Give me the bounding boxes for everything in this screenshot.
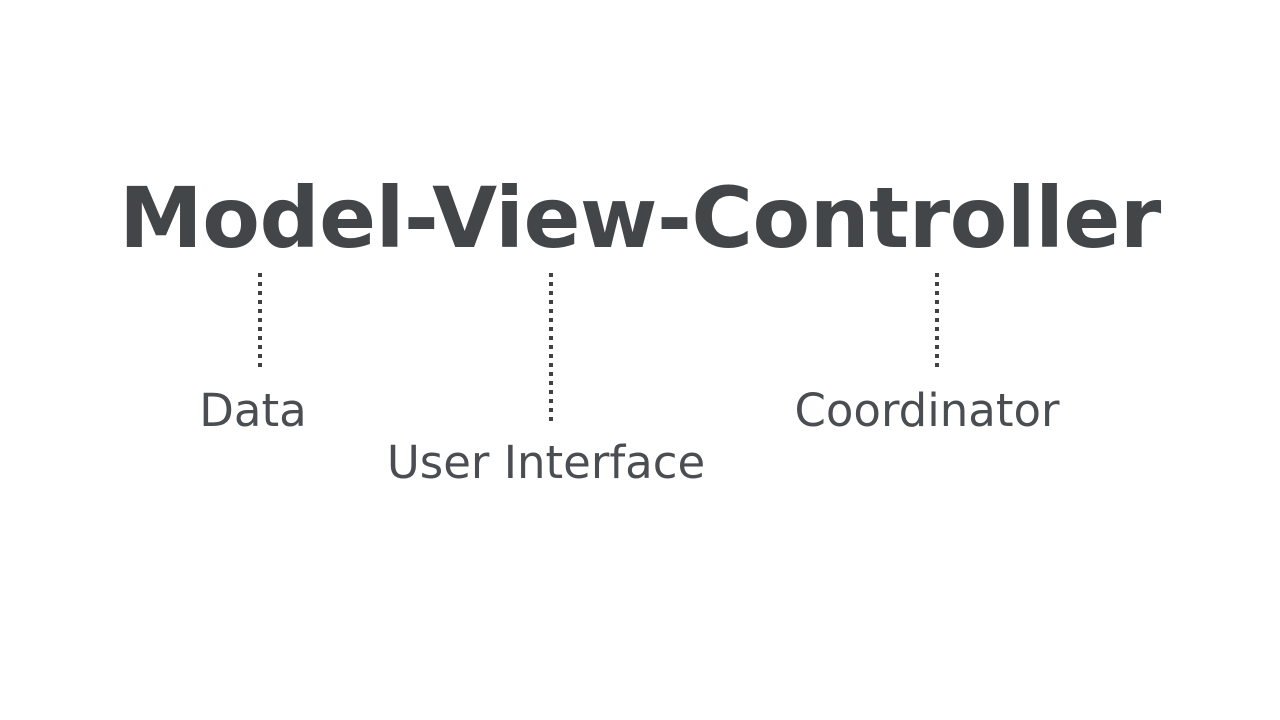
- connector-dotted-line-controller: [935, 273, 939, 367]
- label-controller-coordinator: Coordinator: [794, 384, 1060, 437]
- page-title: Model-View-Controller: [119, 169, 1161, 267]
- connector-dotted-line-view: [549, 273, 553, 421]
- connector-dotted-line-model: [258, 273, 262, 367]
- label-view-user-interface: User Interface: [386, 436, 706, 489]
- label-model-data: Data: [199, 384, 307, 437]
